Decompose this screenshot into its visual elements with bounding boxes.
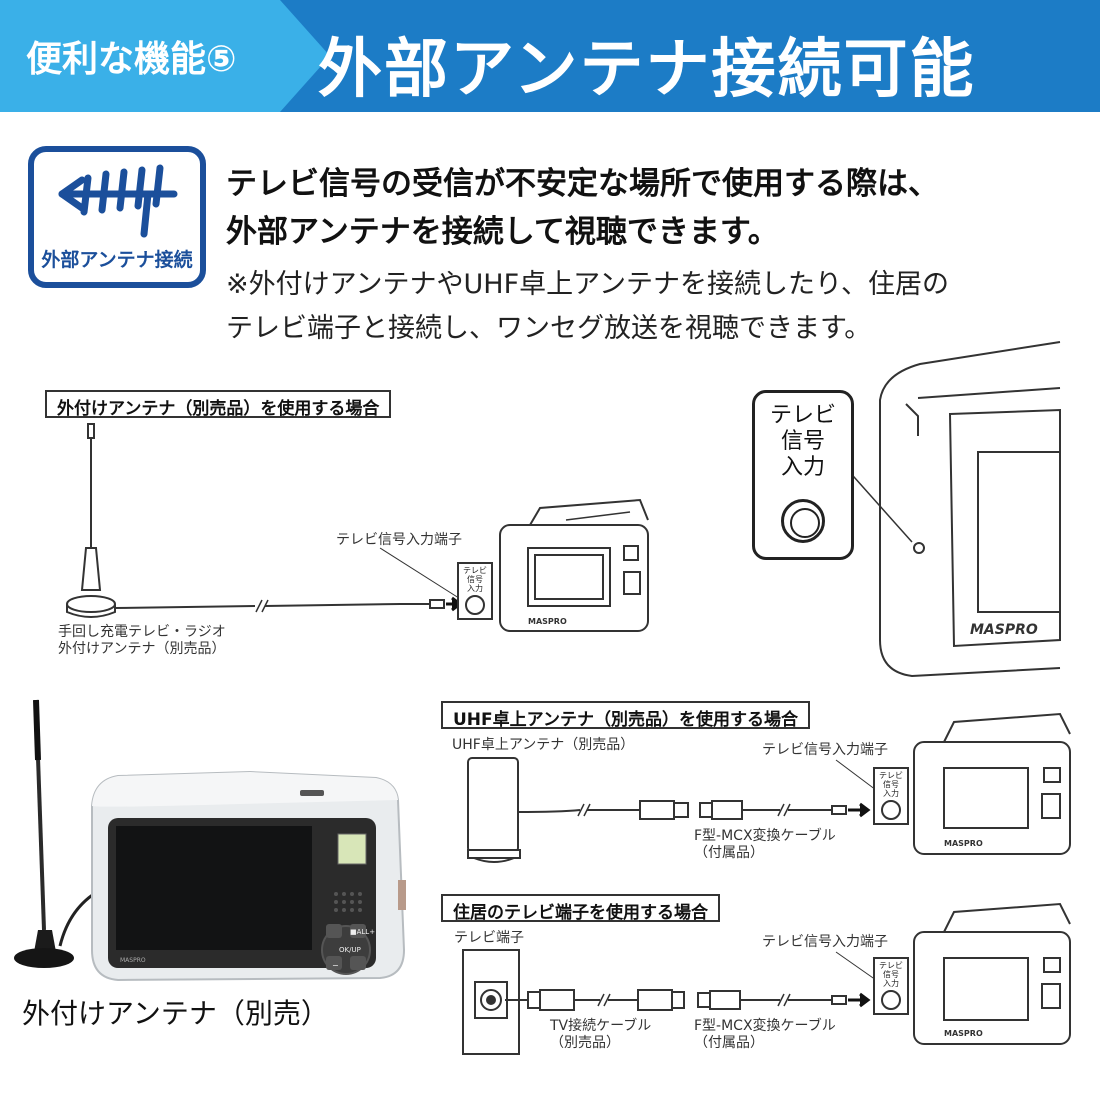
- case3-label: 住居のテレビ端子を使用する場合: [441, 894, 720, 923]
- case3-cable-label-1: F型-MCX変換ケーブル: [694, 1018, 836, 1034]
- f-type-adapter-2: [639, 800, 743, 820]
- note-line-1: ※外付けアンテナやUHF卓上アンテナを接続したり、住居の: [226, 269, 949, 300]
- feature-tag: [0, 0, 330, 112]
- header-banner: 便利な機能⑤ 外部アンテナ接続可能: [0, 0, 1100, 112]
- case2-terminal-label: テレビ信号入力端子: [762, 742, 888, 758]
- port-label-3b: 信号: [883, 969, 899, 979]
- case2-antenna-label: UHF卓上アンテナ（別売品）: [452, 737, 635, 753]
- lead-line-2: 外部アンテナを接続して視聴できます。: [226, 214, 779, 250]
- port-label-3a: テレビ: [879, 961, 903, 970]
- signal-input-port-icon: [781, 499, 825, 543]
- port-label-2b: 信号: [883, 779, 899, 789]
- feature-tag-text: 便利な機能⑤: [26, 39, 237, 80]
- case3-outlet-label: テレビ端子: [454, 930, 524, 946]
- device-label-speaker: ■ALL+: [350, 928, 375, 936]
- tv-device-drawing-3: [913, 902, 1071, 1045]
- external-antenna-badge: 外部アンテナ接続: [28, 146, 206, 288]
- case2-cable-label-1: F型-MCX変換ケーブル: [694, 828, 836, 844]
- lead-line-1: テレビ信号の受信が不安定な場所で使用する際は、: [226, 166, 939, 202]
- device-brand-photo: MASPRO: [120, 957, 146, 964]
- tv-cable-plug-b: [637, 989, 685, 1011]
- brand-small-2: MASPRO: [944, 839, 983, 848]
- device-closeup-drawing: [845, 341, 1061, 678]
- case1-terminal-label: テレビ信号入力端子: [336, 532, 462, 548]
- port-label-2c: 入力: [883, 788, 899, 798]
- tv-device-drawing-2: [913, 712, 1071, 855]
- case1-label: 外付けアンテナ（別売品）を使用する場合: [45, 390, 392, 419]
- case3-tv-cable-label-2: （別売品）: [550, 1035, 620, 1051]
- brand-small-1: MASPRO: [528, 617, 567, 626]
- callout-line-2: 信号: [780, 429, 825, 454]
- brand-small-3: MASPRO: [944, 1029, 983, 1038]
- antenna-icon: [58, 164, 178, 238]
- product-photo: ■ALL+ OK/UP − MASPRO: [14, 699, 406, 982]
- wall-outlet-drawing: [462, 949, 520, 1055]
- device-label-menu: OK/UP: [339, 946, 361, 954]
- brand-closeup: MASPRO: [970, 622, 1038, 638]
- uhf-antenna-drawing: [467, 757, 521, 863]
- callout-line-3: 入力: [780, 455, 825, 480]
- badge-label: 外部アンテナ接続: [41, 249, 193, 271]
- port-label-1a: テレビ: [463, 566, 487, 575]
- case3-tv-cable-label-1: TV接続ケーブル: [550, 1018, 652, 1034]
- port-label-3c: 入力: [883, 978, 899, 988]
- photo-caption: 外付けアンテナ（別売）: [22, 997, 329, 1030]
- port-label-1b: 信号: [467, 574, 483, 584]
- f-type-adapter-3: [697, 990, 741, 1010]
- note-line-2: テレビ端子と接続し、ワンセグ放送を視聴できます。: [226, 313, 872, 344]
- case2-cable-label-2: （付属品）: [694, 845, 764, 861]
- case1-antenna-label-1: 手回し充電テレビ・ラジオ: [58, 624, 226, 640]
- callout-text: テレビ 信号 入力: [755, 403, 851, 481]
- device-label-minus: −: [332, 961, 339, 970]
- whip-antenna-drawing: [66, 423, 116, 618]
- signal-input-callout: テレビ 信号 入力: [752, 390, 854, 560]
- page-title: 外部アンテナ接続可能: [318, 33, 976, 107]
- callout-line-1: テレビ: [769, 403, 836, 428]
- case2-label: UHF卓上アンテナ（別売品）を使用する場合: [441, 701, 810, 730]
- tv-device-drawing: [499, 498, 649, 632]
- case3-terminal-label: テレビ信号入力端子: [762, 934, 888, 950]
- port-label-1c: 入力: [467, 583, 483, 593]
- port-label-2a: テレビ: [879, 771, 903, 780]
- case3-cable-label-2: （付属品）: [694, 1035, 764, 1051]
- case1-antenna-label-2: 外付けアンテナ（別売品）: [58, 641, 226, 657]
- tv-cable-plug-a: [527, 989, 575, 1011]
